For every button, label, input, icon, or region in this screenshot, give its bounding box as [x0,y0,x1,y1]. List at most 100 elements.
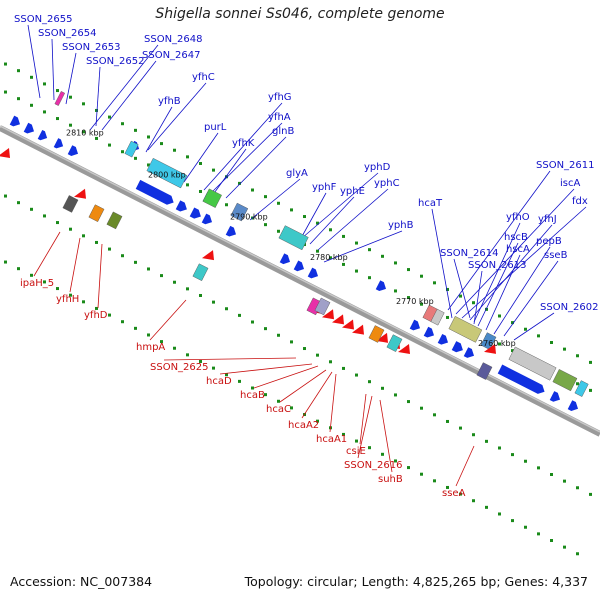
tick-mark [43,280,46,284]
label-connectors [27,24,587,487]
tick-mark [589,492,592,496]
tick-mark [82,300,85,304]
label-connector [147,82,207,151]
forward-gene-arrow [37,129,48,141]
reverse-gene-arrow [398,344,410,355]
gene-box [314,297,331,316]
label-connector [279,369,327,403]
tick-mark [95,108,98,112]
gene-label: SSON_2652 [86,56,145,67]
gene-label: yfhJ [538,214,557,225]
tick-mark [459,294,462,298]
gene-box [230,202,249,222]
tick-mark [355,373,358,377]
gene-label: yphB [388,220,414,231]
tick-mark [147,333,150,337]
gene-label: SSON_2613 [468,260,527,271]
gene-label: iscA [560,178,580,189]
tick-mark [446,287,449,291]
forward-gene-arrow [67,145,79,156]
gene-label: ipaH_5 [20,278,54,289]
tick-mark [446,485,449,489]
forward-gene-arrow [549,391,561,402]
gene-box [192,263,209,282]
tick-mark [17,201,20,205]
tick-mark [160,142,163,146]
tick-mark [459,492,462,496]
tick-mark [186,183,189,187]
reverse-gene-arrow [484,343,496,354]
gene-label: yfhA [268,112,291,123]
gene-box [480,332,497,350]
label-connector [359,393,367,445]
tick-mark [433,281,436,285]
forward-gene-arrow [135,179,174,205]
tick-mark [290,208,293,212]
gene-label: yfhC [192,72,215,83]
tick-mark [4,90,7,94]
tick-mark [82,234,85,238]
gene-box [278,225,309,251]
reverse-gene-arrow [0,148,10,159]
gene-label: SSON_2602 [540,302,599,313]
gene-label: yphF [312,182,337,193]
tick-mark [108,247,111,251]
forward-gene-arrow [423,326,435,338]
tick-mark [498,342,501,346]
forward-gene-arrow [225,225,237,237]
tick-mark [394,261,397,265]
forward-gene-arrow [293,260,305,272]
label-connector [493,246,551,335]
label-connector [51,38,55,101]
tick-mark [186,353,189,357]
gene-label: yphD [364,162,391,173]
tick-mark [69,95,72,99]
forward-gene-arrow [201,213,213,225]
gene-label: yphC [374,178,400,189]
tick-mark [238,313,241,317]
tick-mark [407,296,410,300]
label-connector [473,222,521,323]
label-connector [225,136,287,199]
tick-mark [30,273,33,277]
label-connector [317,188,389,251]
kbp-tick-label: 2760 kbp [478,339,516,348]
tick-mark [30,207,33,211]
label-connector [455,445,475,487]
forward-gene-arrow [497,364,545,394]
gene-label: hcaD [206,376,232,387]
tick-mark [511,349,514,353]
tick-mark [43,82,46,86]
tick-mark [420,302,423,306]
gene-label: SSON_2647 [142,50,201,61]
forward-gene-arrow [279,253,291,265]
gene-label: hcaA1 [316,434,347,445]
forward-gene-arrow [375,280,387,292]
tick-mark [303,347,306,351]
gene-label: yfhG [268,92,292,103]
tick-mark [173,280,176,284]
gene-box [386,334,403,352]
tick-mark [56,89,59,93]
kbp-tick-label: 2810 kbp [66,129,104,138]
tick-mark [134,128,137,132]
label-connector [95,66,101,127]
tick-mark [342,262,345,266]
tick-mark [95,306,98,310]
tick-mark [381,452,384,456]
tick-mark [238,181,241,185]
tick-mark [69,123,72,127]
label-connector [485,254,521,331]
tick-mark [368,446,371,450]
gene-label: hscA [506,244,530,255]
tick-mark [446,419,449,423]
tick-mark [95,136,98,140]
tick-mark [134,156,137,160]
tick-mark [589,360,592,364]
kbp-tick-label: 2800 kbp [148,170,186,179]
tick-mark [30,75,33,79]
tick-mark [173,346,176,350]
tick-mark [4,194,7,198]
tick-mark [82,102,85,106]
tick-mark [147,135,150,139]
